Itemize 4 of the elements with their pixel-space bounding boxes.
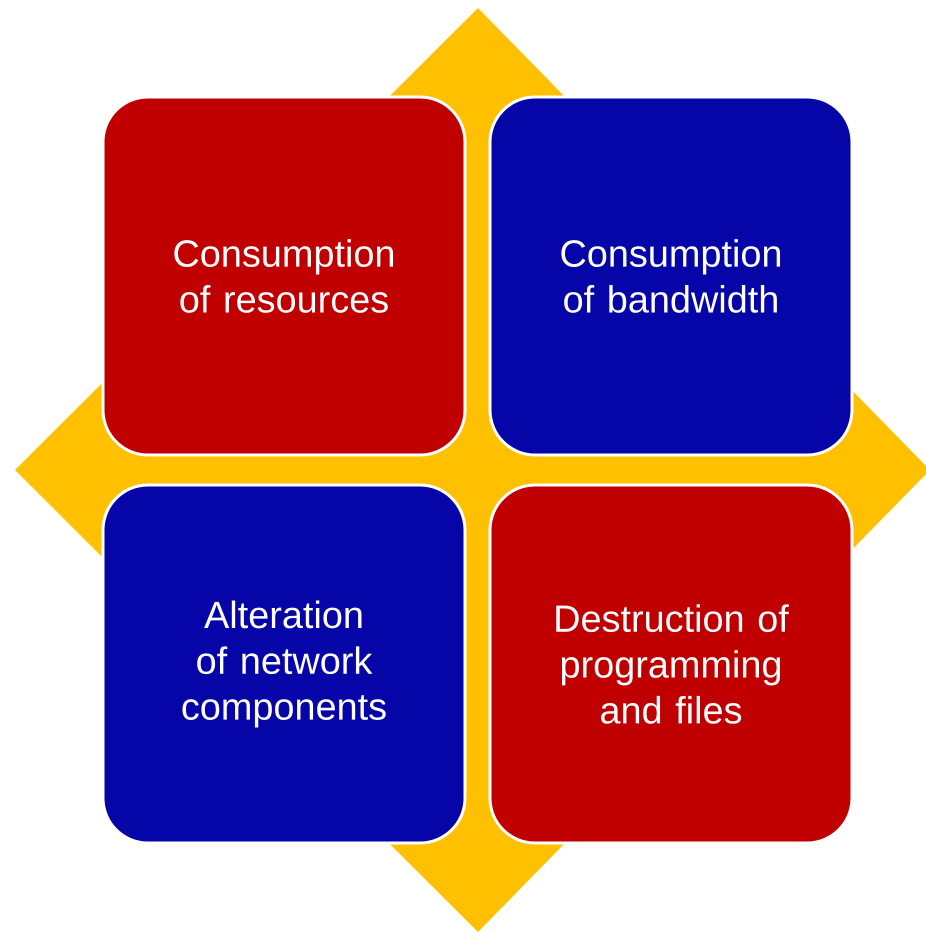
text-box: Consumption of bandwidth xyxy=(488,96,854,456)
text-box: Alteration of network components xyxy=(102,484,466,844)
text-box: Destruction of programming and files xyxy=(488,484,854,844)
text-box: Consumption of resources xyxy=(102,96,466,456)
